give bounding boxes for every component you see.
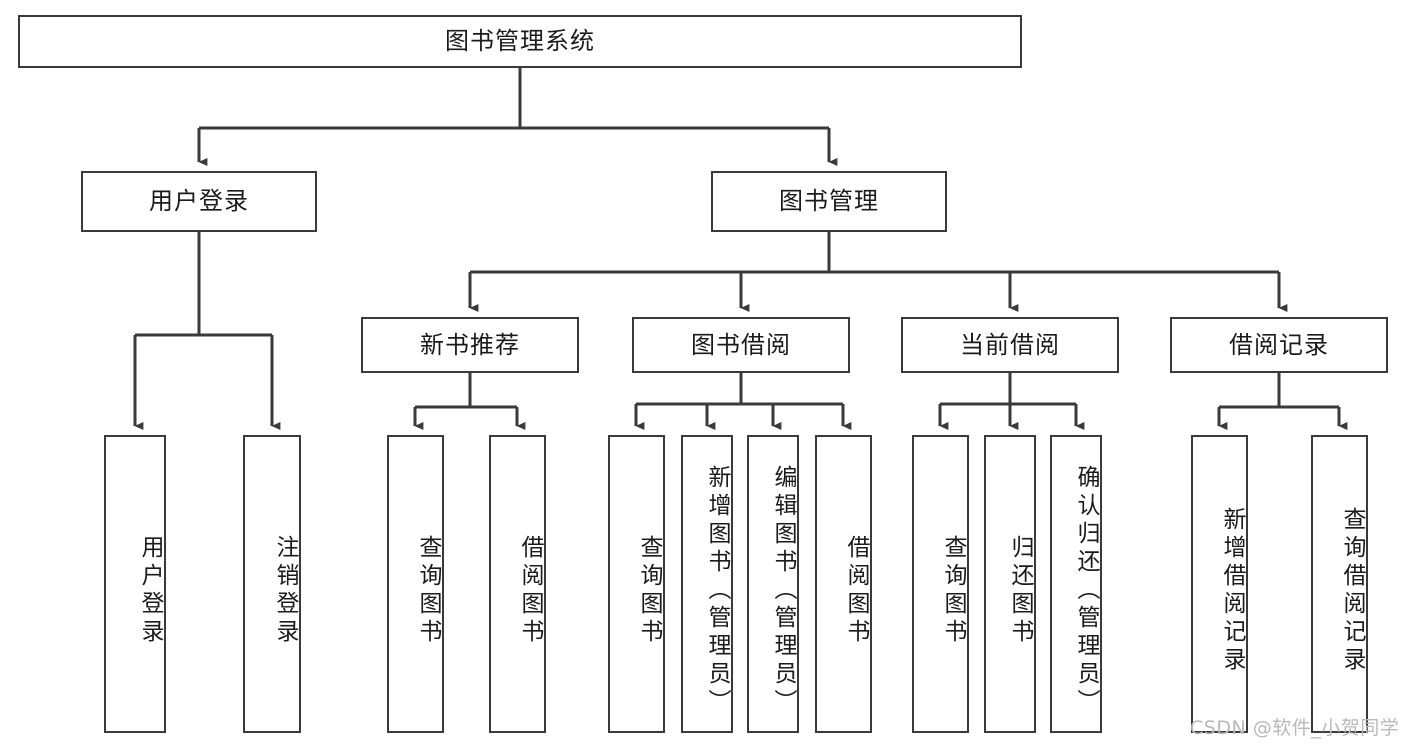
node-book-management-label: 图书管理	[779, 187, 879, 216]
leaf-query-books-current-label: 查询图书	[940, 535, 966, 647]
node-new-book-recommend-label: 新书推荐	[420, 330, 520, 359]
leaf-query-borrow-record-label: 查询借阅记录	[1339, 507, 1365, 675]
leaf-add-book-admin-label: 新增图书（管理员）	[704, 465, 730, 717]
leaf-borrow-books[interactable]: 借阅图书	[815, 435, 872, 733]
node-user-login[interactable]: 用户登录	[81, 171, 317, 232]
leaf-return-books[interactable]: 归还图书	[984, 435, 1036, 733]
leaf-confirm-return-admin-label: 确认归还（管理员）	[1073, 465, 1099, 717]
leaf-query-books-new[interactable]: 查询图书	[387, 435, 444, 733]
leaf-return-books-label: 归还图书	[1007, 535, 1033, 647]
leaf-add-borrow-record[interactable]: 新增借阅记录	[1191, 435, 1248, 733]
node-book-borrow[interactable]: 图书借阅	[632, 317, 850, 373]
leaf-edit-book-admin[interactable]: 编辑图书（管理员）	[747, 435, 799, 733]
csdn-watermark: CSDN @软件_小贺同学	[1190, 717, 1400, 739]
node-user-login-label: 用户登录	[149, 187, 249, 216]
node-book-borrow-label: 图书借阅	[691, 330, 791, 359]
node-borrow-records[interactable]: 借阅记录	[1170, 317, 1388, 373]
leaf-query-borrow-record[interactable]: 查询借阅记录	[1311, 435, 1368, 733]
leaf-user-login[interactable]: 用户登录	[104, 435, 166, 733]
leaf-logout-label: 注销登录	[272, 535, 298, 647]
node-current-borrow-label: 当前借阅	[960, 330, 1060, 359]
node-borrow-records-label: 借阅记录	[1229, 330, 1329, 359]
leaf-query-books-current[interactable]: 查询图书	[912, 435, 969, 733]
leaf-user-login-label: 用户登录	[137, 535, 163, 647]
leaf-logout[interactable]: 注销登录	[243, 435, 301, 733]
leaf-add-borrow-record-label: 新增借阅记录	[1219, 507, 1245, 675]
leaf-borrow-books-new-label: 借阅图书	[517, 535, 543, 647]
leaf-borrow-books-new[interactable]: 借阅图书	[489, 435, 546, 733]
node-root[interactable]: 图书管理系统	[18, 15, 1022, 68]
leaf-add-book-admin[interactable]: 新增图书（管理员）	[681, 435, 733, 733]
leaf-edit-book-admin-label: 编辑图书（管理员）	[770, 465, 796, 717]
leaf-query-books-borrow-label: 查询图书	[636, 535, 662, 647]
leaf-query-books-borrow[interactable]: 查询图书	[608, 435, 665, 733]
leaf-borrow-books-label: 借阅图书	[843, 535, 869, 647]
node-root-label: 图书管理系统	[445, 27, 595, 56]
node-book-management[interactable]: 图书管理	[711, 171, 947, 232]
leaf-confirm-return-admin[interactable]: 确认归还（管理员）	[1050, 435, 1102, 733]
node-new-book-recommend[interactable]: 新书推荐	[361, 317, 579, 373]
node-current-borrow[interactable]: 当前借阅	[901, 317, 1119, 373]
leaf-query-books-new-label: 查询图书	[415, 535, 441, 647]
